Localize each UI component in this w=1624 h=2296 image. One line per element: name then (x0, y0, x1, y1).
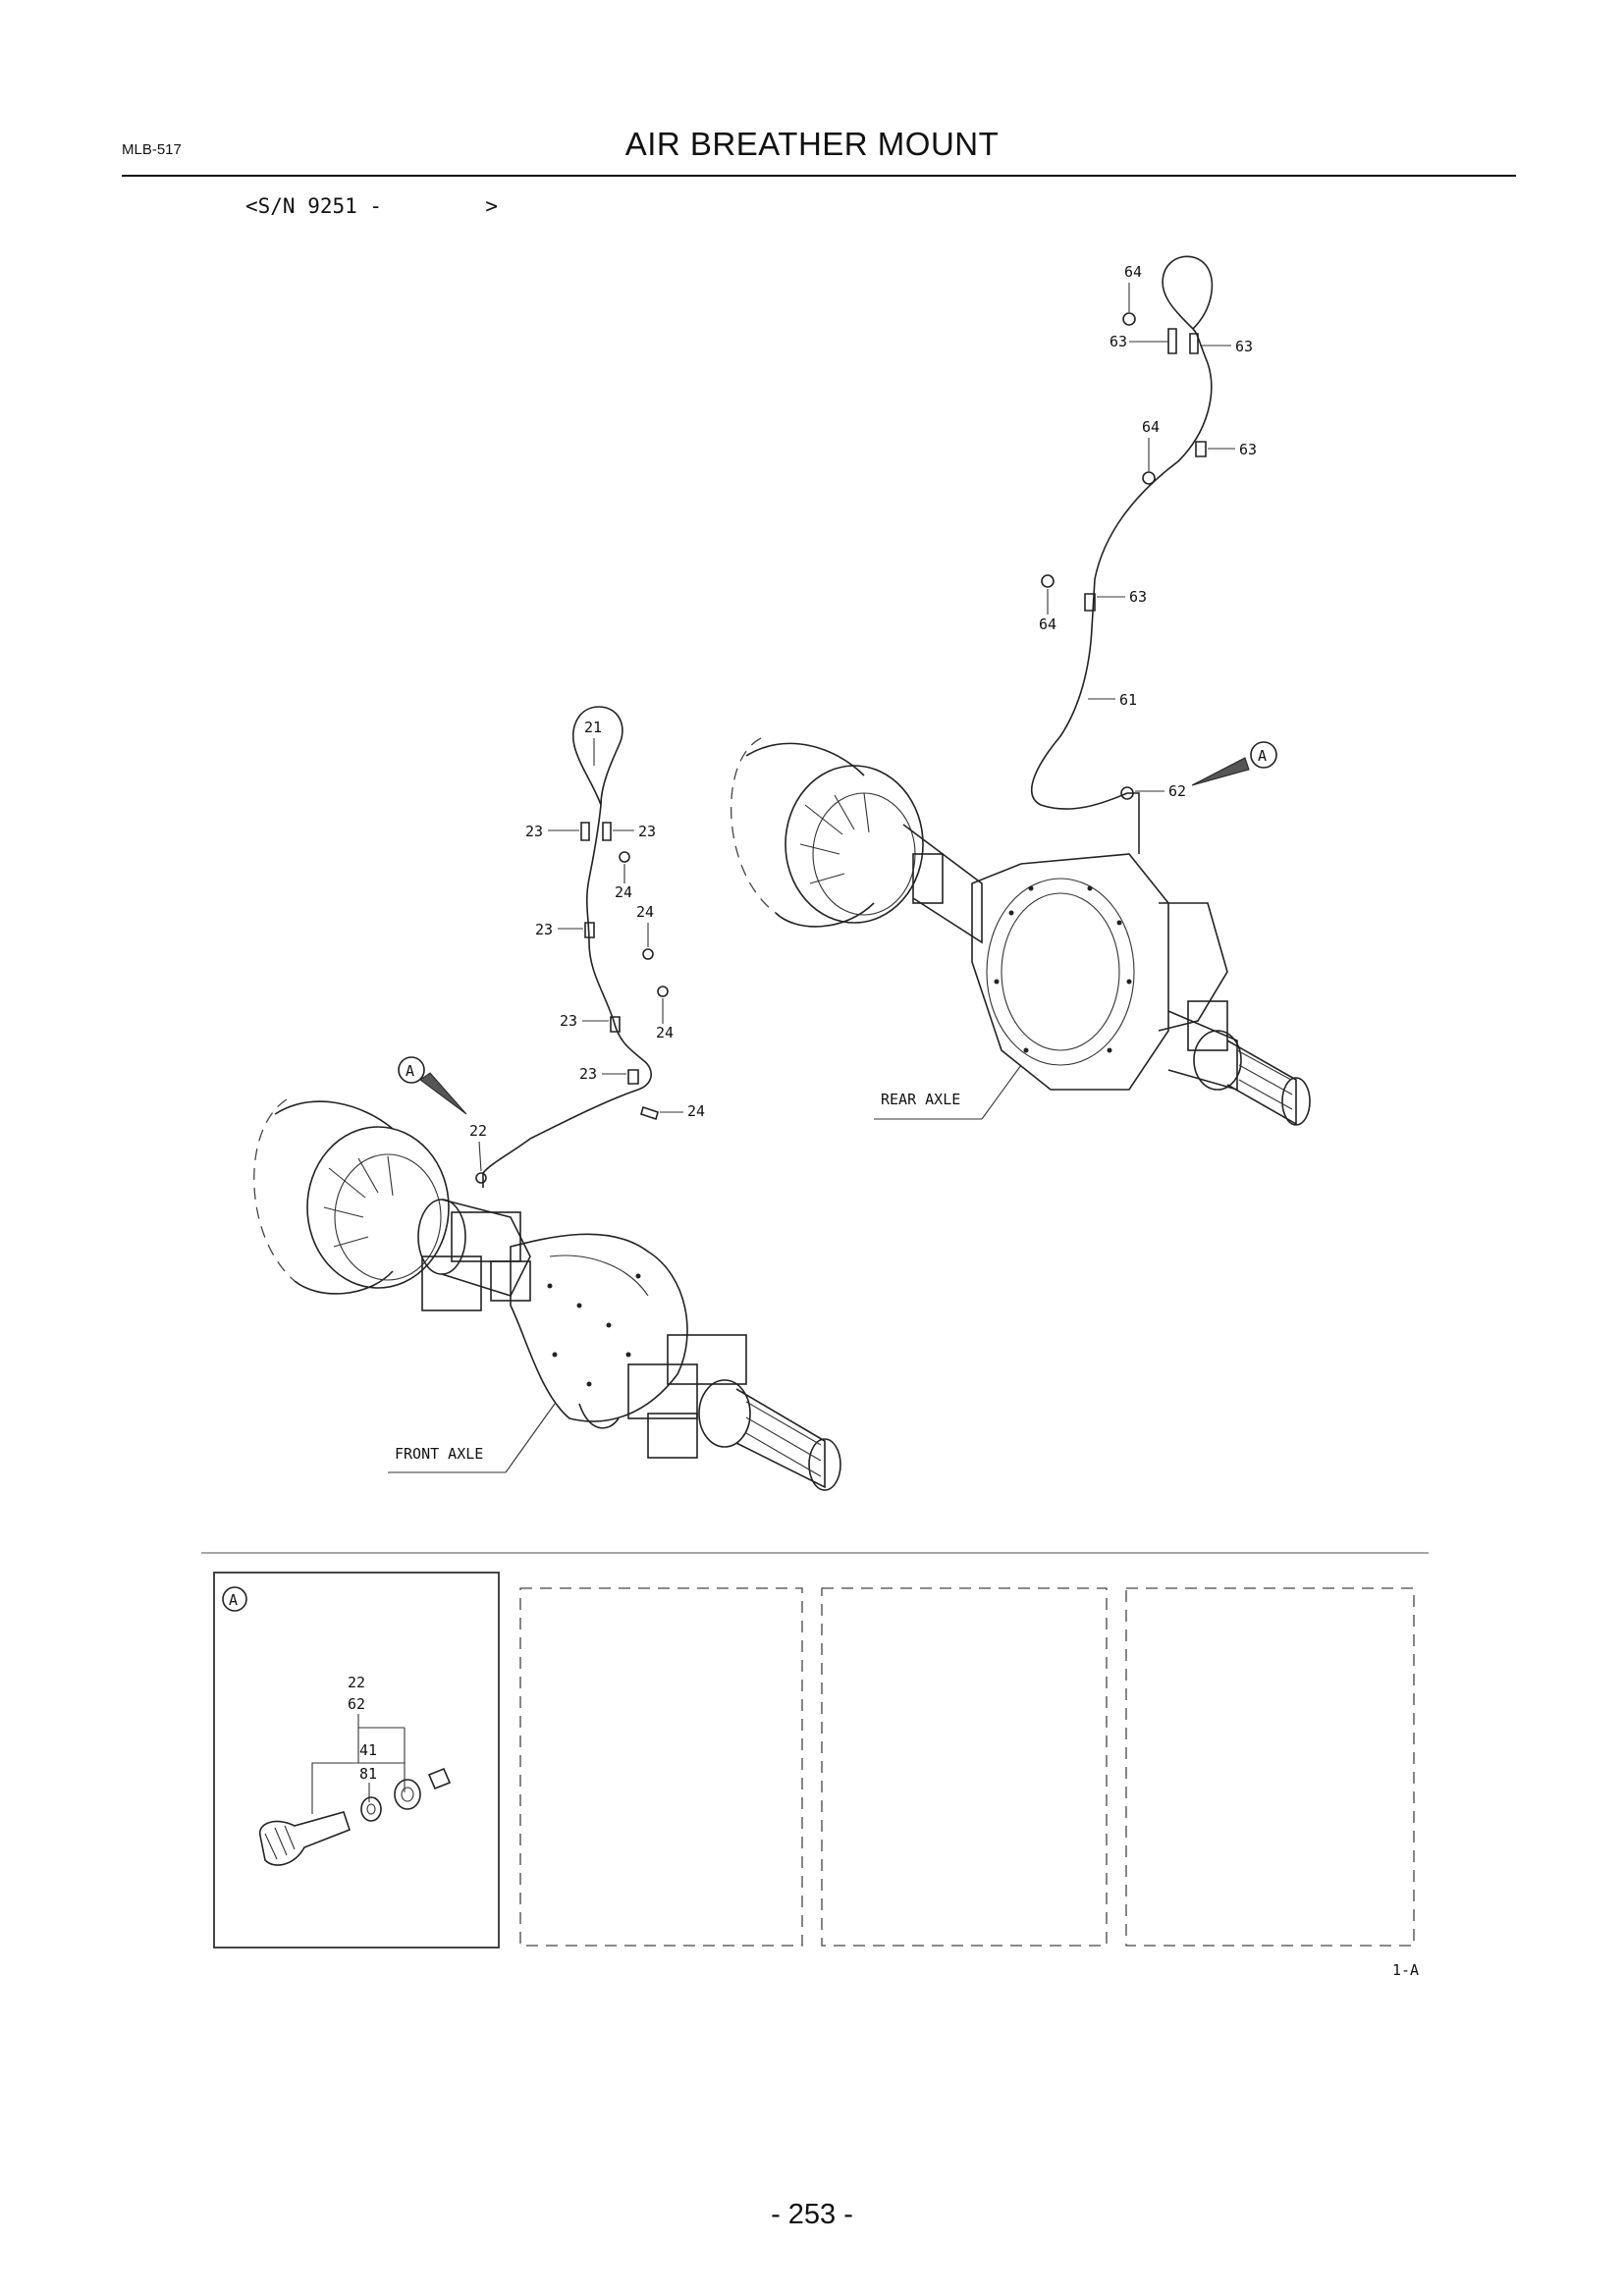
callout-23: 23 (638, 823, 656, 840)
serial-prefix: <S/N 9251 - (245, 194, 383, 218)
rear-axle-drawing: REAR AXLE (730, 737, 1311, 1126)
front-breather-hose (475, 706, 669, 1188)
callout-63: 63 (1235, 338, 1253, 355)
page-number: - 253 - (771, 2199, 853, 2230)
callout-24: 24 (636, 903, 654, 921)
callout-61: 61 (1119, 691, 1137, 709)
callout-24: 24 (656, 1024, 674, 1041)
callout-81: 81 (359, 1765, 377, 1783)
callout-24: 24 (687, 1102, 705, 1120)
callout-23: 23 (525, 823, 543, 840)
svg-text:A: A (406, 1062, 414, 1080)
callout-22: 22 (469, 1122, 487, 1140)
callout-64: 64 (1142, 418, 1160, 436)
serial-range: <S/N 9251 - > (245, 194, 498, 218)
callout-21: 21 (584, 719, 602, 736)
figure-reference: 1-A (1392, 1961, 1419, 1979)
callout-62: 62 (348, 1695, 365, 1713)
page-title: AIR BREATHER MOUNT (624, 126, 1000, 162)
front-view-a-marker: A (398, 1056, 467, 1115)
callout-63: 63 (1129, 588, 1147, 606)
rear-axle-label: REAR AXLE (881, 1091, 960, 1108)
header-rule (122, 175, 1516, 177)
detail-a-content: A 22 62 41 81 (222, 1586, 452, 1866)
callout-24: 24 (615, 883, 632, 901)
callout-63: 63 (1239, 441, 1257, 458)
rear-callouts: 64 63 63 64 63 63 64 61 62 (1039, 263, 1257, 800)
callout-63: 63 (1110, 333, 1127, 350)
document-code: MLB-517 (122, 141, 182, 158)
front-axle-label: FRONT AXLE (395, 1445, 483, 1463)
callout-23: 23 (579, 1065, 597, 1083)
callout-62: 62 (1168, 782, 1186, 800)
detail-panel-a (213, 1572, 500, 1949)
callout-41: 41 (359, 1741, 377, 1759)
callout-22: 22 (348, 1674, 365, 1691)
callout-64: 64 (1124, 263, 1142, 281)
svg-text:A: A (1258, 747, 1267, 765)
callout-23: 23 (560, 1012, 577, 1030)
empty-panel-1 (519, 1587, 803, 1947)
rear-breather-hose (1030, 255, 1214, 854)
front-callouts: 21 23 23 24 24 23 23 24 23 24 22 (469, 719, 705, 1172)
empty-panel-2 (821, 1587, 1108, 1947)
detail-marker: A (229, 1591, 238, 1609)
callout-64: 64 (1039, 615, 1056, 633)
front-axle-drawing: FRONT AXLE (253, 1098, 841, 1491)
empty-panel-3 (1125, 1587, 1415, 1947)
rear-view-a-marker: A (1191, 741, 1277, 786)
serial-suffix: > (485, 194, 499, 218)
callout-23: 23 (535, 921, 553, 938)
